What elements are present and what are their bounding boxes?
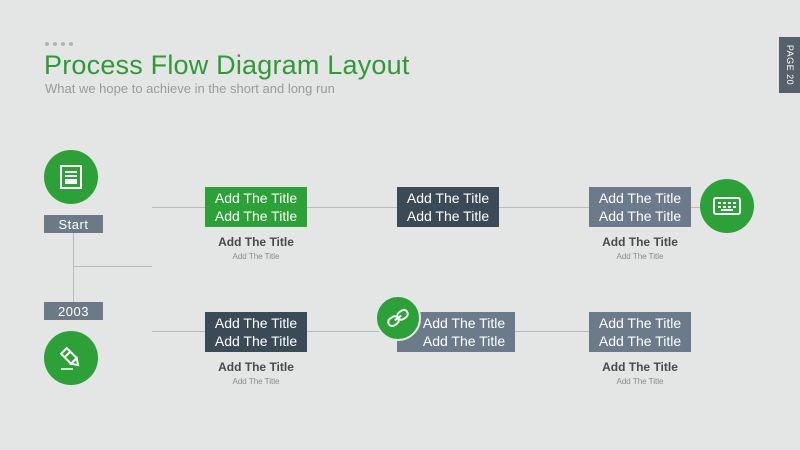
row2-box-1-line2: Add The Title: [214, 333, 298, 349]
start-circle[interactable]: [44, 150, 98, 204]
row2-box-2-line2: Add The Title: [422, 333, 506, 349]
keyboard-icon: [713, 197, 741, 215]
row2-box-1-line1: Add The Title: [214, 315, 298, 331]
row1-box-2[interactable]: Add The Title Add The Title: [397, 187, 499, 227]
page-number-tag: PAGE 20: [779, 37, 800, 93]
row2-caption-1-title: Add The Title: [218, 360, 294, 374]
year-label: 2003: [44, 302, 103, 320]
timeline-vertical-line: [73, 232, 74, 302]
row1-caption-1-title: Add The Title: [218, 235, 294, 249]
row2-caption-3-title: Add The Title: [602, 360, 678, 374]
row1-box-3-line2: Add The Title: [598, 208, 682, 224]
row1-caption-1: Add The Title Add The Title: [205, 234, 307, 263]
document-icon: [60, 165, 82, 189]
row2-box-2-line1: Add The Title: [422, 315, 506, 331]
row2-caption-3-sub: Add The Title: [616, 377, 664, 386]
link-icon: [387, 308, 409, 328]
row1-box-3-line1: Add The Title: [598, 190, 682, 206]
row1-box-1-line1: Add The Title: [214, 190, 298, 206]
marker-icon: [59, 346, 80, 370]
page-number-label: PAGE 20: [784, 44, 795, 86]
row2-caption-1-sub: Add The Title: [232, 377, 280, 386]
row1-caption-1-sub: Add The Title: [232, 252, 280, 261]
row1-caption-3-sub: Add The Title: [616, 252, 664, 261]
row2-box-3-line1: Add The Title: [598, 315, 682, 331]
row1-box-2-line1: Add The Title: [406, 190, 490, 206]
row2-box-3-line2: Add The Title: [598, 333, 682, 349]
row1-box-3[interactable]: Add The Title Add The Title: [589, 187, 691, 227]
row2-connector-line: [152, 331, 590, 332]
row2-box-1[interactable]: Add The Title Add The Title: [205, 312, 307, 352]
timeline-branch-line: [74, 266, 152, 267]
row1-end-circle[interactable]: [700, 179, 754, 233]
row2-box-3[interactable]: Add The Title Add The Title: [589, 312, 691, 352]
decorative-dots: [45, 42, 73, 46]
row1-box-2-line2: Add The Title: [406, 208, 490, 224]
page-title: Process Flow Diagram Layout: [44, 50, 410, 80]
row1-box-1[interactable]: Add The Title Add The Title: [205, 187, 307, 227]
row1-box-1-line2: Add The Title: [214, 208, 298, 224]
row1-caption-3: Add The Title Add The Title: [589, 234, 691, 263]
year-circle[interactable]: [44, 331, 98, 385]
row2-caption-1: Add The Title Add The Title: [205, 359, 307, 388]
start-label: Start: [44, 215, 103, 233]
row2-mid-circle[interactable]: [375, 295, 421, 341]
row1-caption-3-title: Add The Title: [602, 235, 678, 249]
page-subtitle: What we hope to achieve in the short and…: [45, 81, 335, 96]
row2-caption-3: Add The Title Add The Title: [589, 359, 691, 388]
